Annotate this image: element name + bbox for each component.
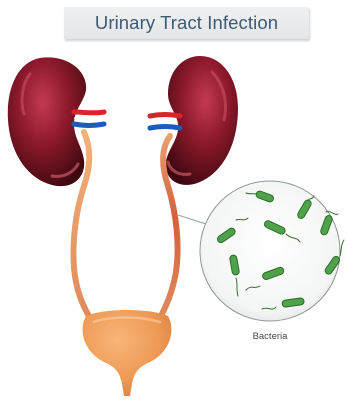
vessels-right: [150, 115, 180, 129]
vessels-left: [74, 112, 104, 126]
callout-pointer: [178, 215, 206, 224]
kidney-right: [166, 56, 238, 185]
bacteria-label: Bacteria: [228, 331, 312, 342]
bladder: [83, 310, 172, 396]
